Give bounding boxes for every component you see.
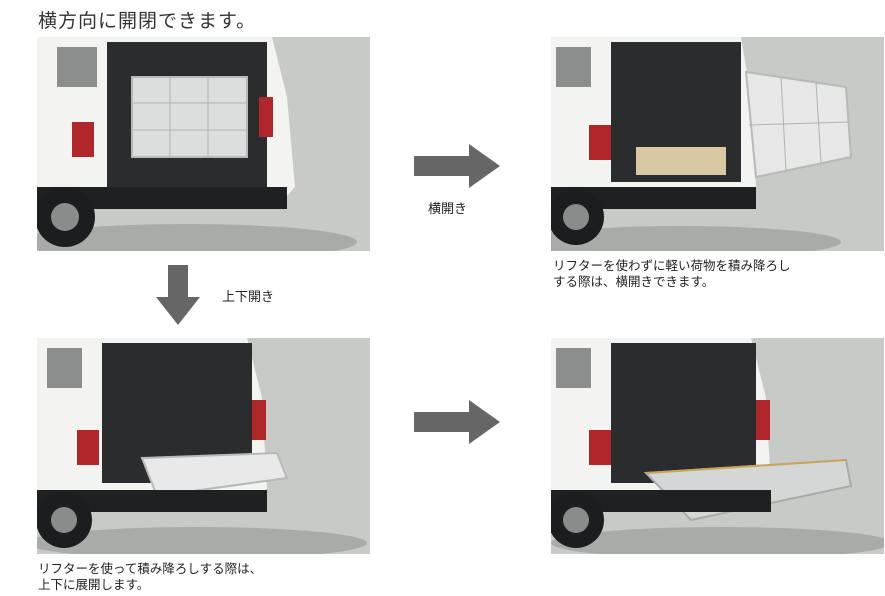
label-vertical-open: 上下開き — [222, 290, 275, 305]
caption-vertical-line-1: リフターを使って積み降ろしする際は、 — [38, 561, 263, 576]
caption-side-line-2: する際は、横開きできます。 — [553, 274, 715, 289]
caption-side-line-1: リフターを使わずに軽い荷物を積み降ろし — [553, 258, 791, 273]
caption-vertical-open: リフターを使って積み降ろしする際は、 上下に展開します。 — [38, 561, 262, 593]
page-title: 横方向に開閉できます。 — [38, 10, 257, 32]
arrow-down-icon — [156, 265, 200, 325]
arrow-right-icon — [414, 144, 500, 188]
photo-closed-liftgate — [37, 37, 370, 251]
photo-platform-deployed — [551, 338, 884, 554]
arrow-right-icon — [414, 400, 500, 444]
caption-side-open: リフターを使わずに軽い荷物を積み降ろし する際は、横開きできます。 — [553, 258, 791, 290]
caption-vertical-line-2: 上下に展開します。 — [38, 577, 150, 592]
photo-side-opened — [551, 37, 884, 251]
label-side-open: 横開き — [428, 202, 468, 217]
photo-vertical-lowered — [37, 338, 370, 554]
